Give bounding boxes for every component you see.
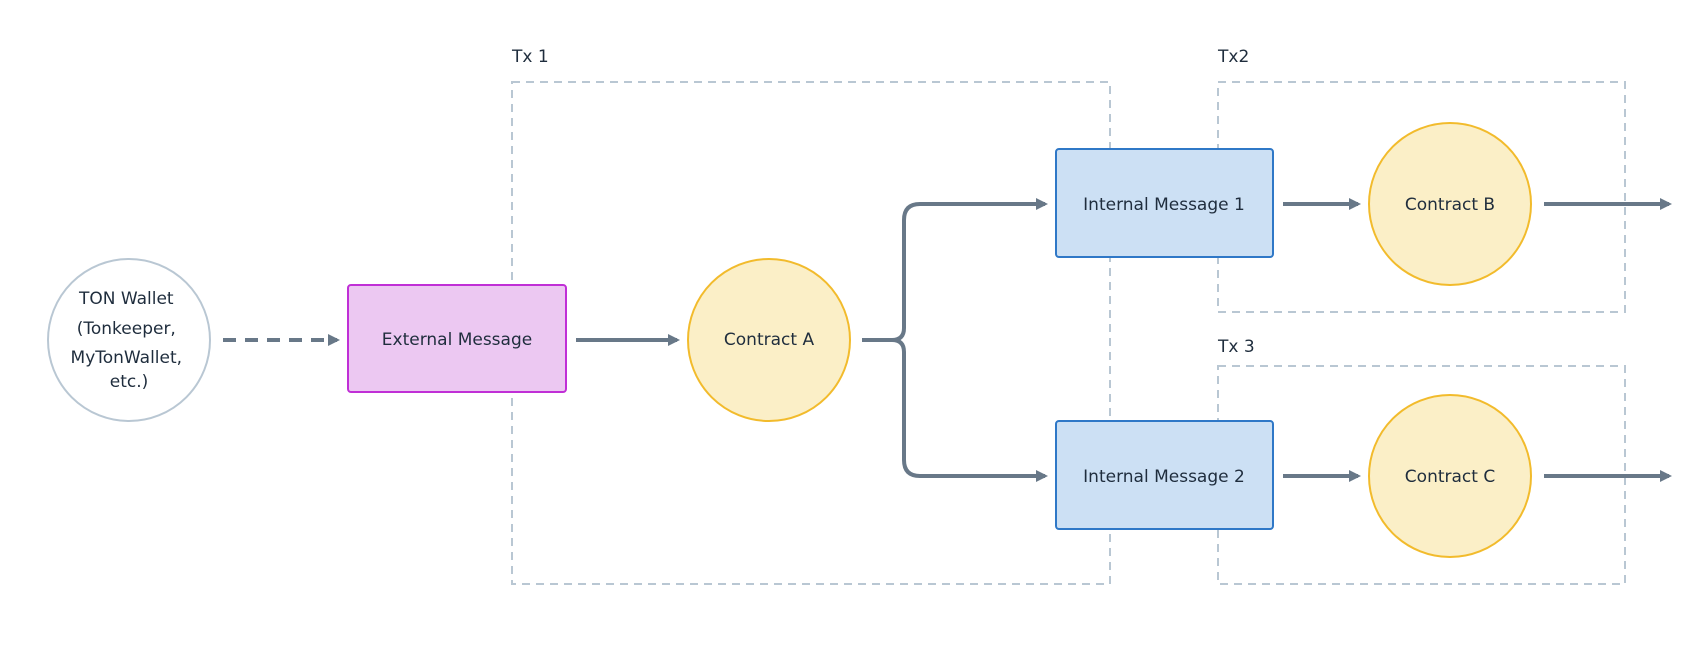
internal-message-1-box [1055,148,1274,258]
internal-message-2-label: Internal Message 2 [1083,467,1245,487]
contract-b-node: Contract B [1368,122,1532,286]
contract-c-circle [1368,394,1532,558]
contract-a-to-internal-1-arrow [862,198,1048,342]
internal-message-2-box [1055,420,1274,530]
ton-wallet-node: TON Wallet (Tonkeeper, MyTonWallet, etc.… [47,258,211,422]
tx1-label: Tx 1 [511,47,549,67]
tx2-group: Tx2 [1217,47,1626,313]
contract-a-circle [687,258,851,422]
internal-message-1-node: Internal Message 1 [1055,148,1274,258]
external-message-label: External Message [382,330,532,350]
internal-message-1-label: Internal Message 1 [1083,195,1245,215]
contract-b-label: Contract B [1405,195,1495,215]
tx3-label: Tx 3 [1217,337,1255,357]
external-message-node: External Message [347,284,567,393]
ton-wallet-circle [47,258,211,422]
contract-a-label: Contract A [724,330,815,350]
ton-wallet-line-4: etc.) [110,372,149,392]
contract-a-node: Contract A [687,258,851,422]
ton-wallet-label: TON Wallet (Tonkeeper, MyTonWallet, etc.… [71,289,188,392]
ton-wallet-line-2: (Tonkeeper, [77,319,176,339]
external-message-box [347,284,567,393]
tx2-label: Tx2 [1217,47,1249,67]
contract-b-circle [1368,122,1532,286]
ton-wallet-line-1: TON Wallet [78,289,174,309]
ton-wallet-line-3: MyTonWallet, [71,348,183,368]
tx2-boundary [1217,81,1626,313]
contract-c-node: Contract C [1368,394,1532,558]
internal-message-2-node: Internal Message 2 [1055,420,1274,530]
contract-a-to-internal-2-arrow [862,338,1048,482]
contract-c-label: Contract C [1405,467,1495,487]
